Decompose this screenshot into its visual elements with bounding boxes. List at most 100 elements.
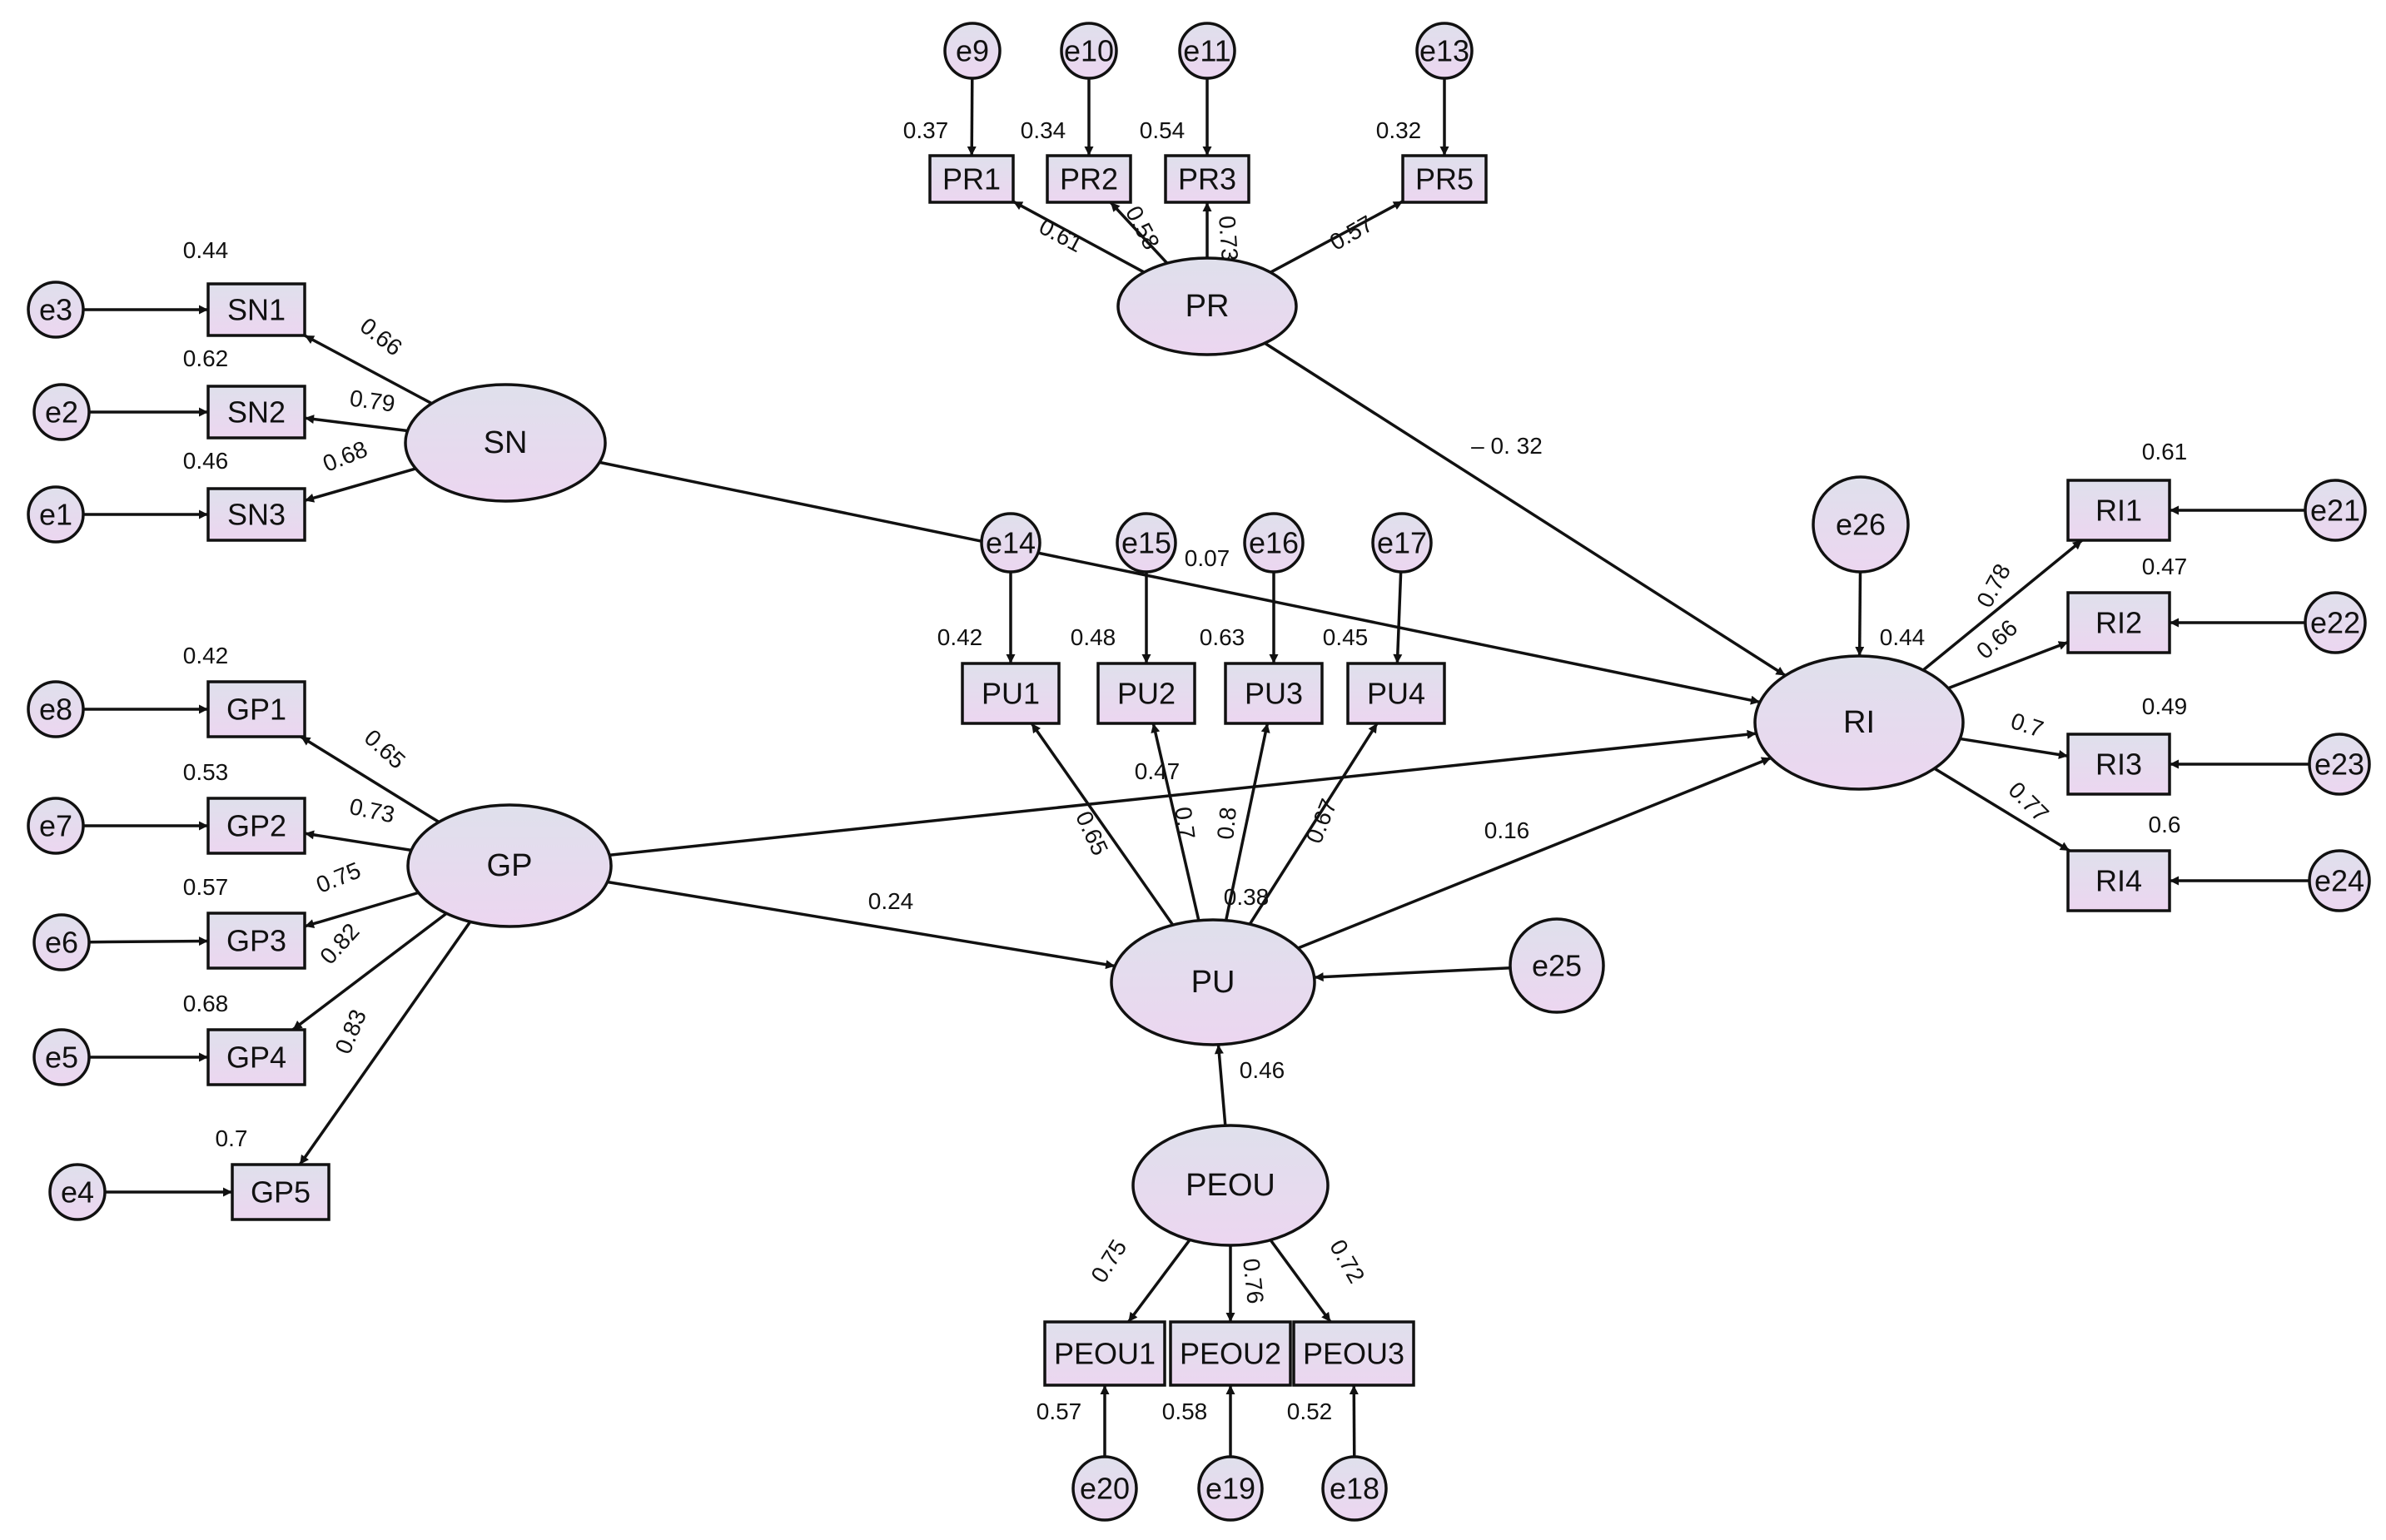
error-e20-shape bbox=[1071, 1455, 1138, 1522]
indicator-peou1-label: PEOU1 bbox=[1054, 1337, 1156, 1371]
error-e22-label: e22 bbox=[2310, 606, 2360, 640]
error-e7-shape bbox=[27, 797, 85, 855]
loading-sn-sn2: 0.79 bbox=[348, 385, 396, 416]
loading-pu-pu1: 0.65 bbox=[1071, 807, 1113, 859]
error-e21-label: e21 bbox=[2310, 494, 2360, 528]
arrow-ri-to-ri3 bbox=[1959, 737, 2069, 759]
r2-ri4: 0.6 bbox=[2149, 812, 2181, 837]
indicator-pr1-shape bbox=[928, 154, 1015, 204]
loading-ri-ri1: 0.78 bbox=[1971, 559, 2016, 612]
loading-ri-ri4: 0.77 bbox=[2003, 777, 2053, 827]
latent-gp-shape bbox=[406, 803, 613, 928]
node-layer bbox=[27, 22, 2371, 1522]
error-e2-label: e2 bbox=[45, 395, 78, 430]
error-e25-label: e25 bbox=[1532, 949, 1582, 983]
error-e18-shape bbox=[1321, 1455, 1388, 1522]
r2-gp3: 0.57 bbox=[183, 874, 229, 900]
r2-sn1: 0.44 bbox=[183, 237, 229, 263]
arrow-pr-to-ri bbox=[1264, 341, 1787, 677]
indicator-peou2-shape bbox=[1169, 1320, 1292, 1387]
error-e16-shape bbox=[1243, 512, 1305, 574]
indicator-ri3-label: RI3 bbox=[2095, 748, 2142, 782]
arrow-peou-to-pu bbox=[1214, 1044, 1227, 1126]
indicator-gp4-shape bbox=[206, 1028, 306, 1086]
r2-gp5: 0.7 bbox=[216, 1125, 248, 1151]
r2-pu2: 0.48 bbox=[1071, 624, 1116, 650]
arrow-e25-to-pu bbox=[1314, 966, 1511, 982]
indicator-pu4-label: PU4 bbox=[1367, 677, 1425, 711]
r2-peou1: 0.57 bbox=[1036, 1398, 1082, 1424]
loading-pr-pr1: 0.61 bbox=[1035, 213, 1087, 257]
arrow-gp-to-gp4 bbox=[291, 912, 448, 1031]
arrow-e26-to-ri bbox=[1855, 571, 1865, 657]
error-e19-shape bbox=[1197, 1455, 1264, 1522]
r2-peou2: 0.58 bbox=[1162, 1398, 1208, 1424]
indicator-ri4-label: RI4 bbox=[2095, 864, 2142, 898]
loading-peou-peou3: 0.72 bbox=[1325, 1235, 1369, 1288]
path-gp-ri: 0.47 bbox=[1135, 758, 1181, 784]
indicator-peou2-label: PEOU2 bbox=[1180, 1337, 1281, 1371]
error-e14-shape bbox=[980, 512, 1041, 574]
path-gp-pu: 0.24 bbox=[868, 888, 914, 914]
arrow-gp-to-gp5 bbox=[298, 921, 472, 1166]
loading-pu-pu2: 0.7 bbox=[1170, 805, 1200, 841]
loading-sn-sn1: 0.66 bbox=[355, 313, 407, 361]
indicator-ri1-shape bbox=[2066, 479, 2171, 542]
loading-gp-gp5: 0.83 bbox=[330, 1006, 371, 1057]
latent-pr-shape bbox=[1116, 256, 1298, 356]
error-e4-shape bbox=[48, 1163, 107, 1221]
error-e24-shape bbox=[2308, 849, 2371, 912]
loading-ri-ri3: 0.7 bbox=[2008, 708, 2047, 743]
error-e8-label: e8 bbox=[39, 693, 72, 727]
latent-pr-label: PR bbox=[1186, 289, 1230, 324]
arrow-layer bbox=[83, 77, 2309, 1458]
arrow-ri-to-ri2 bbox=[1947, 640, 2069, 690]
loading-pr-pr5: 0.57 bbox=[1325, 211, 1378, 256]
error-e6-shape bbox=[32, 913, 91, 971]
indicator-ri1-label: RI1 bbox=[2095, 494, 2142, 528]
r2-ri3: 0.49 bbox=[2142, 693, 2188, 719]
error-e1-label: e1 bbox=[39, 498, 72, 532]
arrow-pr-to-pr1 bbox=[1012, 200, 1146, 274]
arrow-sn-to-sn3 bbox=[304, 467, 416, 503]
r2-pr3: 0.54 bbox=[1140, 117, 1186, 143]
path-pr-ri: – 0. 32 bbox=[1471, 433, 1543, 459]
label-layer: SN GP PR PU PEOU RI SN1 SN2 SN3 GP1 GP2 … bbox=[39, 34, 2364, 1506]
error-e16-label: e16 bbox=[1249, 526, 1299, 560]
indicator-sn2-shape bbox=[206, 385, 306, 440]
indicator-pu4-shape bbox=[1346, 662, 1446, 725]
error-e19-label: e19 bbox=[1205, 1472, 1255, 1506]
error-e23-shape bbox=[2308, 733, 2371, 796]
indicator-gp1-label: GP1 bbox=[226, 693, 286, 727]
arrow-sn-to-sn1 bbox=[304, 334, 433, 405]
latent-gp-label: GP bbox=[487, 848, 533, 883]
indicator-pu3-label: PU3 bbox=[1245, 677, 1303, 711]
latent-pu-label: PU bbox=[1191, 965, 1235, 1000]
indicator-gp2-shape bbox=[206, 797, 306, 855]
error-e18-label: e18 bbox=[1330, 1472, 1379, 1506]
indicator-pr5-shape bbox=[1401, 154, 1488, 204]
loading-pu-pu3: 0.8 bbox=[1212, 806, 1241, 841]
indicator-gp5-shape bbox=[231, 1163, 331, 1221]
indicator-pu3-shape bbox=[1224, 662, 1324, 725]
indicator-ri4-shape bbox=[2066, 849, 2171, 912]
arrow-ri-to-ri4 bbox=[1933, 767, 2070, 852]
arrow-pu-to-pu3 bbox=[1224, 723, 1270, 921]
r2-pr5: 0.32 bbox=[1376, 117, 1422, 143]
latent-peou-shape bbox=[1131, 1124, 1330, 1247]
r2-ri: 0.44 bbox=[1880, 624, 1926, 650]
error-e14-label: e14 bbox=[986, 526, 1036, 560]
arrow-gp-to-gp1 bbox=[300, 735, 440, 824]
loading-pr-pr2: 0.58 bbox=[1121, 201, 1165, 254]
r2-ri2: 0.47 bbox=[2142, 554, 2188, 579]
arrow-pr-to-pr2 bbox=[1109, 201, 1169, 265]
arrow-pu-to-ri bbox=[1297, 756, 1772, 950]
indicator-gp5-label: GP5 bbox=[251, 1175, 311, 1210]
latent-sn-shape bbox=[404, 383, 607, 503]
error-e3-shape bbox=[27, 281, 85, 339]
arrow-gp-to-gp3 bbox=[304, 891, 420, 928]
loading-gp-gp3: 0.75 bbox=[312, 857, 364, 898]
indicator-gp4-label: GP4 bbox=[226, 1041, 286, 1075]
loading-pr-pr3: 0.73 bbox=[1214, 215, 1243, 262]
